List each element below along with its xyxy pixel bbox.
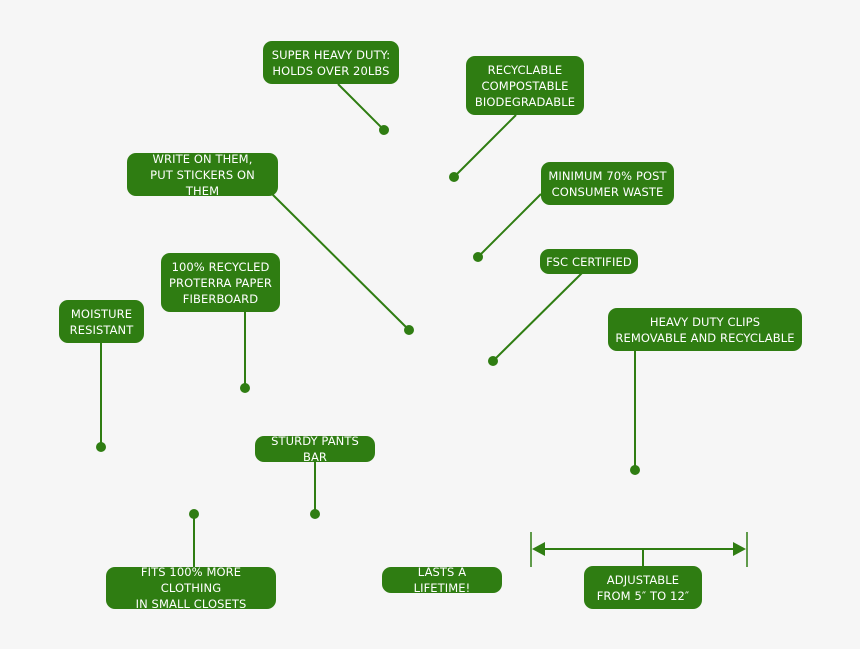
- leader-dot-recyclable: [449, 172, 459, 182]
- leader-dot-fits-more-clothing: [189, 509, 199, 519]
- callout-post-consumer: MINIMUM 70% POST CONSUMER WASTE: [541, 162, 674, 205]
- leader-line-recyclable: [453, 114, 517, 178]
- leader-dot-heavy-duty-clips: [630, 465, 640, 475]
- leader-line-super-heavy-duty: [337, 83, 385, 131]
- callout-pants-bar: STURDY PANTS BAR: [255, 434, 375, 464]
- leader-dot-super-heavy-duty: [379, 125, 389, 135]
- leader-line-post-consumer: [477, 193, 542, 258]
- callout-adjustable: ADJUSTABLE FROM 5″ TO 12″: [584, 566, 702, 609]
- callout-fsc-certified: FSC CERTIFIED: [540, 249, 638, 274]
- dimension-arrowhead-left: [532, 542, 545, 556]
- leader-line-write-on-them: [271, 193, 410, 331]
- leader-dot-write-on-them: [404, 325, 414, 335]
- leader-dot-pants-bar: [310, 509, 320, 519]
- leader-dot-moisture-resistant: [96, 442, 106, 452]
- callout-super-heavy-duty: SUPER HEAVY DUTY: HOLDS OVER 20LBS: [263, 41, 399, 84]
- callout-fits-more-clothing: FITS 100% MORE CLOTHING IN SMALL CLOSETS: [106, 565, 276, 611]
- callout-write-on-them: WRITE ON THEM, PUT STICKERS ON THEM: [127, 152, 278, 198]
- leader-dot-recycled-fiberboard: [240, 383, 250, 393]
- dimension-arrowhead-right: [733, 542, 746, 556]
- callout-moisture-resistant: MOISTURE RESISTANT: [59, 300, 144, 343]
- leader-dot-fsc-certified: [488, 356, 498, 366]
- callout-heavy-duty-clips: HEAVY DUTY CLIPS REMOVABLE AND RECYCLABL…: [608, 308, 802, 351]
- callout-recycled-fiberboard: 100% RECYCLED PROTERRA PAPER FIBERBOARD: [161, 253, 280, 312]
- callout-lasts-lifetime: LASTS A LIFETIME!: [382, 565, 502, 595]
- callout-recyclable: RECYCLABLE COMPOSTABLE BIODEGRADABLE: [466, 56, 584, 115]
- leader-line-fsc-certified: [492, 272, 583, 362]
- leader-dot-post-consumer: [473, 252, 483, 262]
